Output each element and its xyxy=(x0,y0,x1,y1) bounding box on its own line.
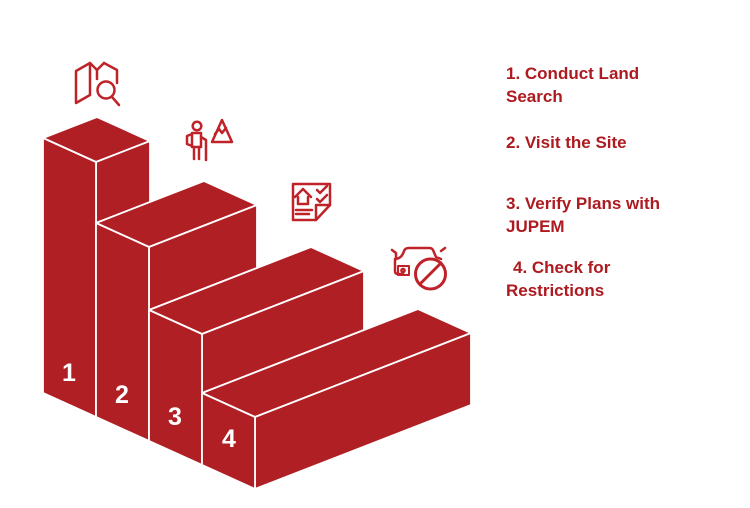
legend-item-3-line-1: 3. Verify Plans with xyxy=(506,194,661,213)
step-1-number: 1 xyxy=(62,359,76,387)
legend-item-3: 3. Verify Plans with JUPEM xyxy=(506,193,691,238)
legend-item-2-line-1: 2. Visit the Site xyxy=(506,133,627,152)
legend-item-4-line-1: 4. Check for xyxy=(513,258,611,277)
map-search-icon xyxy=(74,61,121,107)
step-3-front-face xyxy=(148,309,203,466)
legend-item-4-line-2: Restrictions xyxy=(506,280,605,300)
legend-item-1: 1. Conduct Land Search xyxy=(506,63,691,108)
legend-item-4: 4. Check for Restrictions xyxy=(506,257,691,302)
step-3-number: 3 xyxy=(168,403,182,431)
legend-item-3-line-2: JUPEM xyxy=(506,216,565,236)
document-checklist-icon xyxy=(291,182,332,222)
hiker-mountain-icon xyxy=(185,118,234,162)
legend-item-1-line-2: Search xyxy=(506,86,563,106)
step-2-number: 2 xyxy=(115,381,129,409)
staircase: 1 2 3 4 xyxy=(42,116,472,490)
step-4-number: 4 xyxy=(222,425,236,453)
car-restriction-icon xyxy=(390,246,447,291)
step-4-front-face xyxy=(201,392,256,490)
legend-item-1-line-1: 1. Conduct Land xyxy=(506,64,640,83)
legend-item-2: 2. Visit the Site xyxy=(506,132,691,155)
